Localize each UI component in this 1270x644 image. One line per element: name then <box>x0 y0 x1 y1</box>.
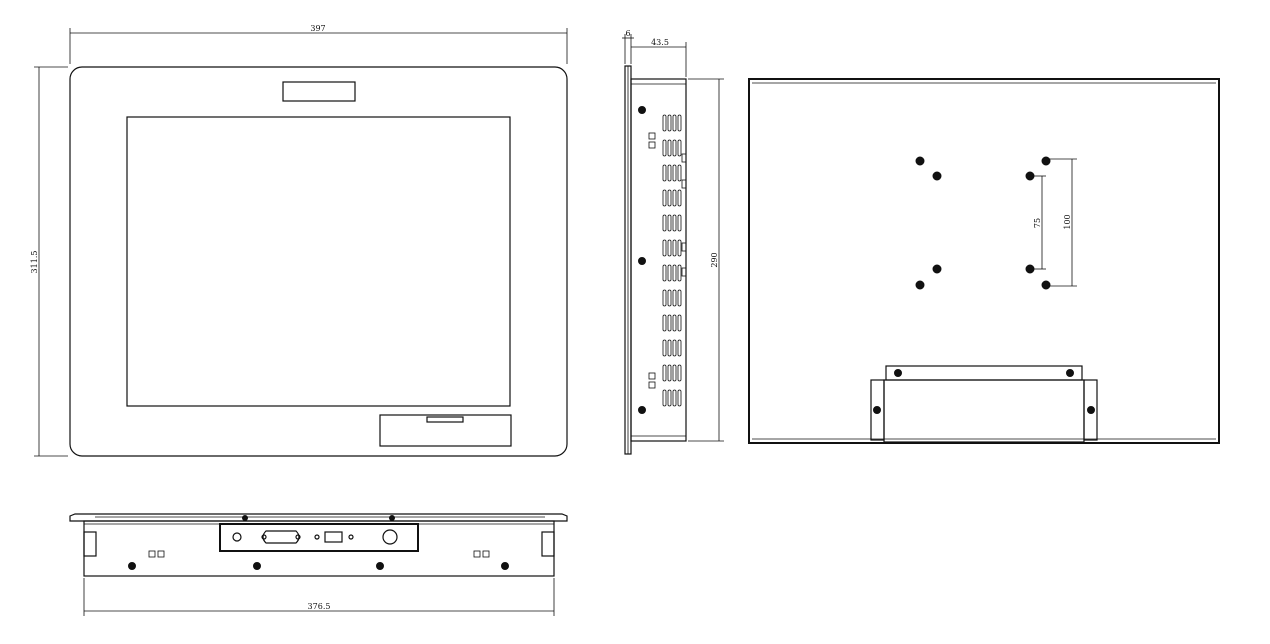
bottom-bracket-left <box>83 531 97 557</box>
side-tab <box>681 153 687 163</box>
dim-6-label: 6 <box>625 29 630 38</box>
dim-75-label: 75 <box>1033 218 1042 228</box>
power-jack <box>382 529 398 545</box>
vesa-screw <box>915 156 925 166</box>
rear-bracket-ear-left <box>870 379 885 441</box>
bottom-screw <box>376 562 384 570</box>
side-vent-row <box>662 389 682 407</box>
vesa-screw <box>1041 156 1051 166</box>
bottom-flange-screw <box>242 515 248 521</box>
vga-screw <box>261 534 267 540</box>
side-vent-row <box>662 339 682 357</box>
dim-376-label: 376.5 <box>308 602 331 611</box>
bottom-flange-screw <box>389 515 395 521</box>
rear-bracket-screw <box>894 369 902 377</box>
vesa-screw <box>932 171 942 181</box>
front-control-slot <box>426 416 464 423</box>
io-panel-hole <box>232 532 242 542</box>
bottom-flange <box>69 513 568 522</box>
rear-bracket-screw <box>873 406 881 414</box>
side-vent-row <box>662 314 682 332</box>
side-vent-row <box>662 214 682 232</box>
front-control-panel <box>379 414 512 447</box>
bottom-screw <box>128 562 136 570</box>
side-tab <box>681 179 687 189</box>
side-view: 6 43.5 290 <box>622 29 724 455</box>
vesa-screw <box>932 264 942 274</box>
bottom-screw <box>253 562 261 570</box>
side-vent-row <box>662 264 682 282</box>
bottom-port-square <box>157 550 165 558</box>
side-tab <box>681 242 687 252</box>
bottom-screw <box>501 562 509 570</box>
side-screw <box>638 406 646 414</box>
vesa-screw <box>915 280 925 290</box>
side-vent-row <box>662 239 682 257</box>
side-vent-grid <box>662 114 682 407</box>
side-port-square <box>648 381 656 389</box>
side-port-square <box>648 132 656 140</box>
rear-bracket-top <box>885 365 1083 381</box>
side-vent-row <box>662 189 682 207</box>
led-hole <box>348 534 354 540</box>
dim-100-label: 100 <box>1063 214 1072 229</box>
front-screen <box>126 116 511 407</box>
side-port-square <box>648 141 656 149</box>
led-hole <box>314 534 320 540</box>
bottom-port-square <box>482 550 490 558</box>
front-bezel <box>69 66 568 457</box>
dim-290-label: 290 <box>710 252 719 267</box>
bottom-bracket-right <box>541 531 555 557</box>
front-top-badge <box>282 81 356 102</box>
rear-bracket-ear-right <box>1083 379 1098 441</box>
side-body <box>630 78 687 442</box>
dim-397-label: 397 <box>310 24 325 33</box>
side-vent-row <box>662 289 682 307</box>
rear-view: 75 100 <box>748 78 1220 444</box>
bottom-port-square <box>473 550 481 558</box>
side-screw <box>638 106 646 114</box>
rear-bracket-screw <box>1066 369 1074 377</box>
side-port-square <box>648 372 656 380</box>
side-vent-row <box>662 164 682 182</box>
side-vent-row <box>662 114 682 132</box>
bottom-view: 376.5 <box>69 513 568 616</box>
io-panel <box>219 523 419 552</box>
dim-311-label: 311.5 <box>30 251 39 274</box>
vga-port <box>262 530 300 544</box>
usb-port <box>324 531 343 543</box>
side-vent-row <box>662 364 682 382</box>
rear-bracket-body <box>883 379 1085 443</box>
side-tab <box>681 267 687 277</box>
vesa-screw <box>1041 280 1051 290</box>
rear-bracket-screw <box>1087 406 1095 414</box>
front-view: 397 311.5 <box>30 24 568 457</box>
vga-screw <box>295 534 301 540</box>
bottom-port-square <box>148 550 156 558</box>
side-screw <box>638 257 646 265</box>
rear-panel <box>748 78 1220 444</box>
dim-43-label: 43.5 <box>651 38 669 47</box>
bottom-body <box>83 520 555 577</box>
side-vent-row <box>662 139 682 157</box>
